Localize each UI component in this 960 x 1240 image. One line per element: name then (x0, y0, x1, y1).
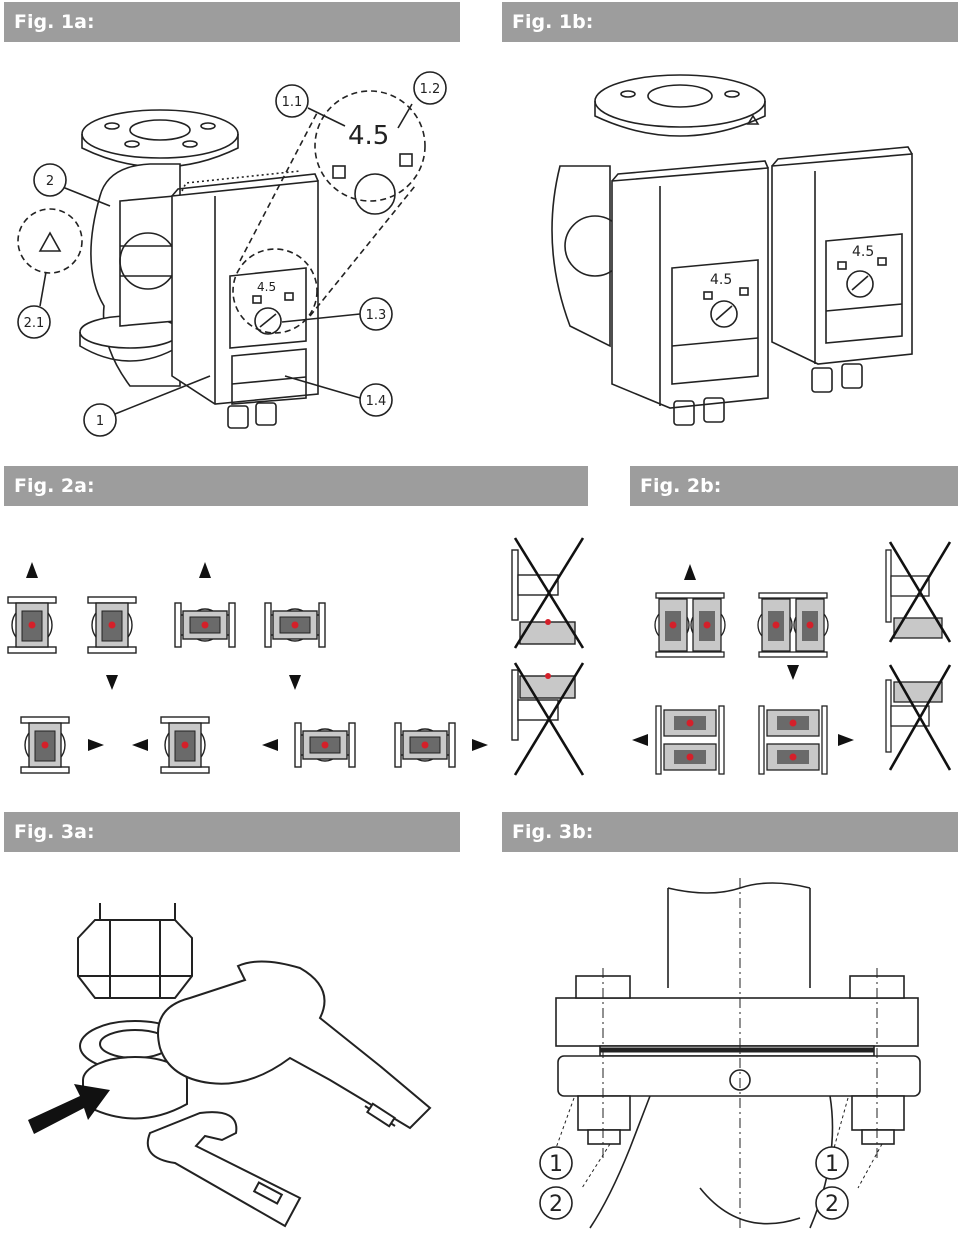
fig-1b-twin-pump-drawing: 4.5 4.5 (551, 74, 913, 426)
fig-3b-callout-left-1: 1 (549, 1152, 563, 1177)
fig-1a-callout-1: 1 (96, 414, 104, 429)
fig-1a-header: Fig. 1a: (4, 2, 460, 42)
fig-2b-title: Fig. 2b: (640, 475, 722, 497)
fig-2b-twin-positions-drawing (632, 541, 952, 775)
fig-2a-header: Fig. 2a: (4, 466, 588, 506)
fig-3b-callout-right-1: 1 (825, 1152, 839, 1177)
fig-3a-wrench-drawing (28, 903, 432, 1228)
fig-1a-display-value-large: 4.5 (348, 121, 389, 151)
fig-1a-callout-1-4: 1.4 (366, 394, 387, 409)
fig-1a-callout-2-1: 2.1 (24, 316, 45, 331)
fig-3b-header: Fig. 3b: (502, 812, 958, 852)
fig-2a-positions-drawing (7, 537, 585, 776)
fig-3a-title: Fig. 3a: (14, 821, 95, 843)
fig-1a-callout-2: 2 (46, 174, 54, 189)
fig-3b-callout-right-2: 2 (825, 1192, 839, 1217)
fig-1a-callout-1-3: 1.3 (366, 308, 387, 323)
fig-1b-display-value-right: 4.5 (852, 244, 874, 260)
fig-3b-flange-drawing: 1 2 1 2 (539, 878, 921, 1229)
fig-1a-title: Fig. 1a: (14, 11, 95, 33)
fig-1a-callout-1-2: 1.2 (420, 82, 441, 97)
fig-1a-callout-1-1: 1.1 (282, 95, 303, 110)
fig-1a-display-value-small: 4.5 (257, 280, 276, 294)
fig-1a-pump-drawing: 4.5 4.5 1.1 1.2 1.3 1.4 1 2 2.1 (17, 71, 447, 437)
fig-3b-callout-left-2: 2 (549, 1192, 563, 1217)
fig-1b-display-value-left: 4.5 (710, 272, 732, 288)
fig-3a-header: Fig. 3a: (4, 812, 460, 852)
fig-1b-header: Fig. 1b: (502, 2, 958, 42)
fig-1b-title: Fig. 1b: (512, 11, 594, 33)
fig-2b-header: Fig. 2b: (630, 466, 958, 506)
fig-3b-title: Fig. 3b: (512, 821, 594, 843)
fig-2a-title: Fig. 2a: (14, 475, 95, 497)
